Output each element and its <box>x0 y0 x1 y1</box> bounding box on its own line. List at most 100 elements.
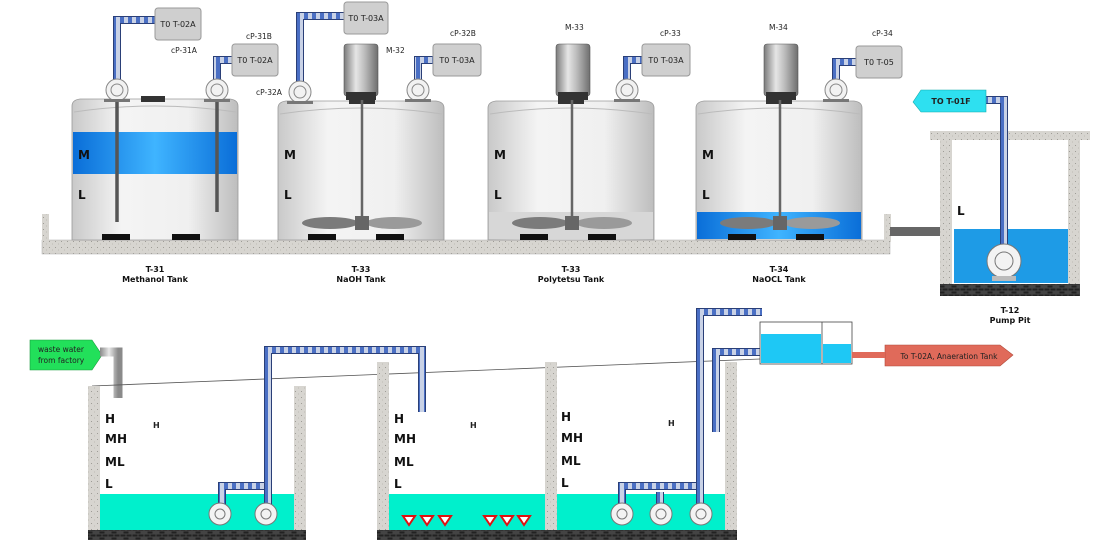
b2-level-mh: MH <box>394 432 416 446</box>
pit-level-l: L <box>957 204 965 218</box>
basin1-pump-b[interactable] <box>254 502 278 526</box>
pit-floor <box>940 284 1080 296</box>
basin1-pump-a[interactable] <box>208 502 232 526</box>
tank-t31[interactable] <box>71 96 239 241</box>
polytetsu-level-l: L <box>494 188 502 202</box>
svg-text:T0 T-02A: T0 T-02A <box>236 56 273 65</box>
motor-m34[interactable] <box>763 43 799 100</box>
pit-slab <box>930 131 1090 140</box>
pit-wall-left <box>940 140 952 284</box>
t31-liquid <box>73 132 237 174</box>
dest-box-t34[interactable]: T0 T-05 <box>855 45 903 79</box>
pump-cp33[interactable] <box>614 78 640 102</box>
dest-t01f-arrow[interactable]: TO T-01F <box>912 89 987 113</box>
pump-cp31b[interactable] <box>204 78 230 102</box>
basin2-water <box>389 494 545 530</box>
basin1-wall-right <box>294 386 306 530</box>
concrete-pad <box>41 239 891 255</box>
tag-cp34: cP-34 <box>872 29 893 38</box>
pump-cp32a[interactable] <box>287 80 313 104</box>
t34-level-m: M <box>702 148 714 162</box>
t33-name: NaOH Tank <box>336 275 386 284</box>
b2-level-h: H <box>394 412 404 426</box>
tag-m34: M-34 <box>769 23 788 32</box>
b3-level-ml: ML <box>561 454 581 468</box>
t31-level-l: L <box>78 188 86 202</box>
tank-t33-naoh[interactable] <box>277 98 445 241</box>
svg-text:T0 T-03A: T0 T-03A <box>647 56 684 65</box>
t31-name: Methanol Tank <box>122 275 189 284</box>
pit-pump[interactable] <box>986 243 1022 281</box>
polytetsu-id: T-33 <box>562 265 581 274</box>
tank-t34[interactable] <box>695 98 863 241</box>
tag-m32: M-32 <box>386 46 405 55</box>
t31-level-m: M <box>78 148 90 162</box>
svg-text:T0 T-02A: T0 T-02A <box>159 20 196 29</box>
pump-cp34[interactable] <box>823 78 849 102</box>
outlet-label: To T-02A, Anaeration Tank <box>900 352 999 361</box>
pit-id: T-12 <box>1001 306 1020 315</box>
basin-divider <box>545 362 557 530</box>
tag-cp32b: cP-32B <box>450 29 476 38</box>
polytetsu-level-m: M <box>494 148 506 162</box>
inlet-line2: from factory <box>38 356 85 365</box>
b1-h-marker: H <box>153 421 160 430</box>
motor-m33[interactable] <box>555 43 591 100</box>
pit-overflow-pipe <box>890 227 952 236</box>
tag-m33: M-33 <box>565 23 584 32</box>
polytetsu-name: Polytetsu Tank <box>538 275 605 284</box>
dest-box-polytetsu[interactable]: T0 T-03A <box>641 43 691 77</box>
b3-level-l: L <box>561 476 569 490</box>
pit-name: Pump Pit <box>990 316 1031 325</box>
pad-post-right <box>884 214 891 242</box>
basin3-wall-right <box>725 362 737 530</box>
outlet-arrow[interactable]: To T-02A, Anaeration Tank <box>884 344 1014 367</box>
basin3-pump-c[interactable] <box>689 502 713 526</box>
b3-level-h: H <box>561 410 571 424</box>
basin3-pump-b[interactable] <box>649 502 673 526</box>
svg-text:T0 T-03A: T0 T-03A <box>438 56 475 65</box>
svg-text:T0 T-03A: T0 T-03A <box>347 14 384 23</box>
tag-cp32a: cP-32A <box>256 88 283 97</box>
t33-level-m: M <box>284 148 296 162</box>
inlet-arrow[interactable]: waste water from factory <box>29 339 103 371</box>
b3-level-mh: MH <box>561 431 583 445</box>
t34-level-l: L <box>702 188 710 202</box>
pump-cp31a[interactable] <box>104 78 130 102</box>
b3-h-marker: H <box>668 419 675 428</box>
pump-cp32b[interactable] <box>405 78 431 102</box>
b2-h-marker: H <box>470 421 477 430</box>
inlet-pipe <box>100 347 123 398</box>
b2-level-l: L <box>394 477 402 491</box>
dest-box-t31b[interactable]: T0 T-02A <box>231 43 279 77</box>
dest-box-t33-top[interactable]: T0 T-03A <box>343 1 389 35</box>
b1-level-h: H <box>105 412 115 426</box>
t34-name: NaOCL Tank <box>752 275 806 284</box>
b1-level-ml: ML <box>105 455 125 469</box>
dest-box-t33[interactable]: T0 T-03A <box>432 43 482 77</box>
t31-id: T-31 <box>146 265 165 274</box>
dest-box-t31a[interactable]: T0 T-02A <box>154 7 202 41</box>
aerator-diffusers <box>401 515 532 527</box>
distribution-box[interactable] <box>759 321 853 365</box>
motor-m32[interactable] <box>343 43 379 100</box>
svg-text:T0 T-05: T0 T-05 <box>863 58 894 67</box>
t33-level-l: L <box>284 188 292 202</box>
basin2-wall-left <box>377 362 389 530</box>
basin1-floor <box>88 530 306 540</box>
svg-text:TO T-01F: TO T-01F <box>931 97 970 106</box>
basin3-pump-a[interactable] <box>610 502 634 526</box>
t33-id: T-33 <box>352 265 371 274</box>
tag-cp31b: cP-31B <box>246 32 272 41</box>
b1-level-l: L <box>105 477 113 491</box>
basin1-wall-left <box>88 386 100 530</box>
b2-level-ml: ML <box>394 455 414 469</box>
pad-post-left <box>42 214 49 242</box>
inlet-line1: waste water <box>38 345 85 354</box>
tag-cp33: cP-33 <box>660 29 681 38</box>
top-pipes <box>113 12 856 86</box>
tank-t33-polytetsu[interactable] <box>487 98 655 241</box>
b1-level-mh: MH <box>105 432 127 446</box>
t34-id: T-34 <box>770 265 789 274</box>
